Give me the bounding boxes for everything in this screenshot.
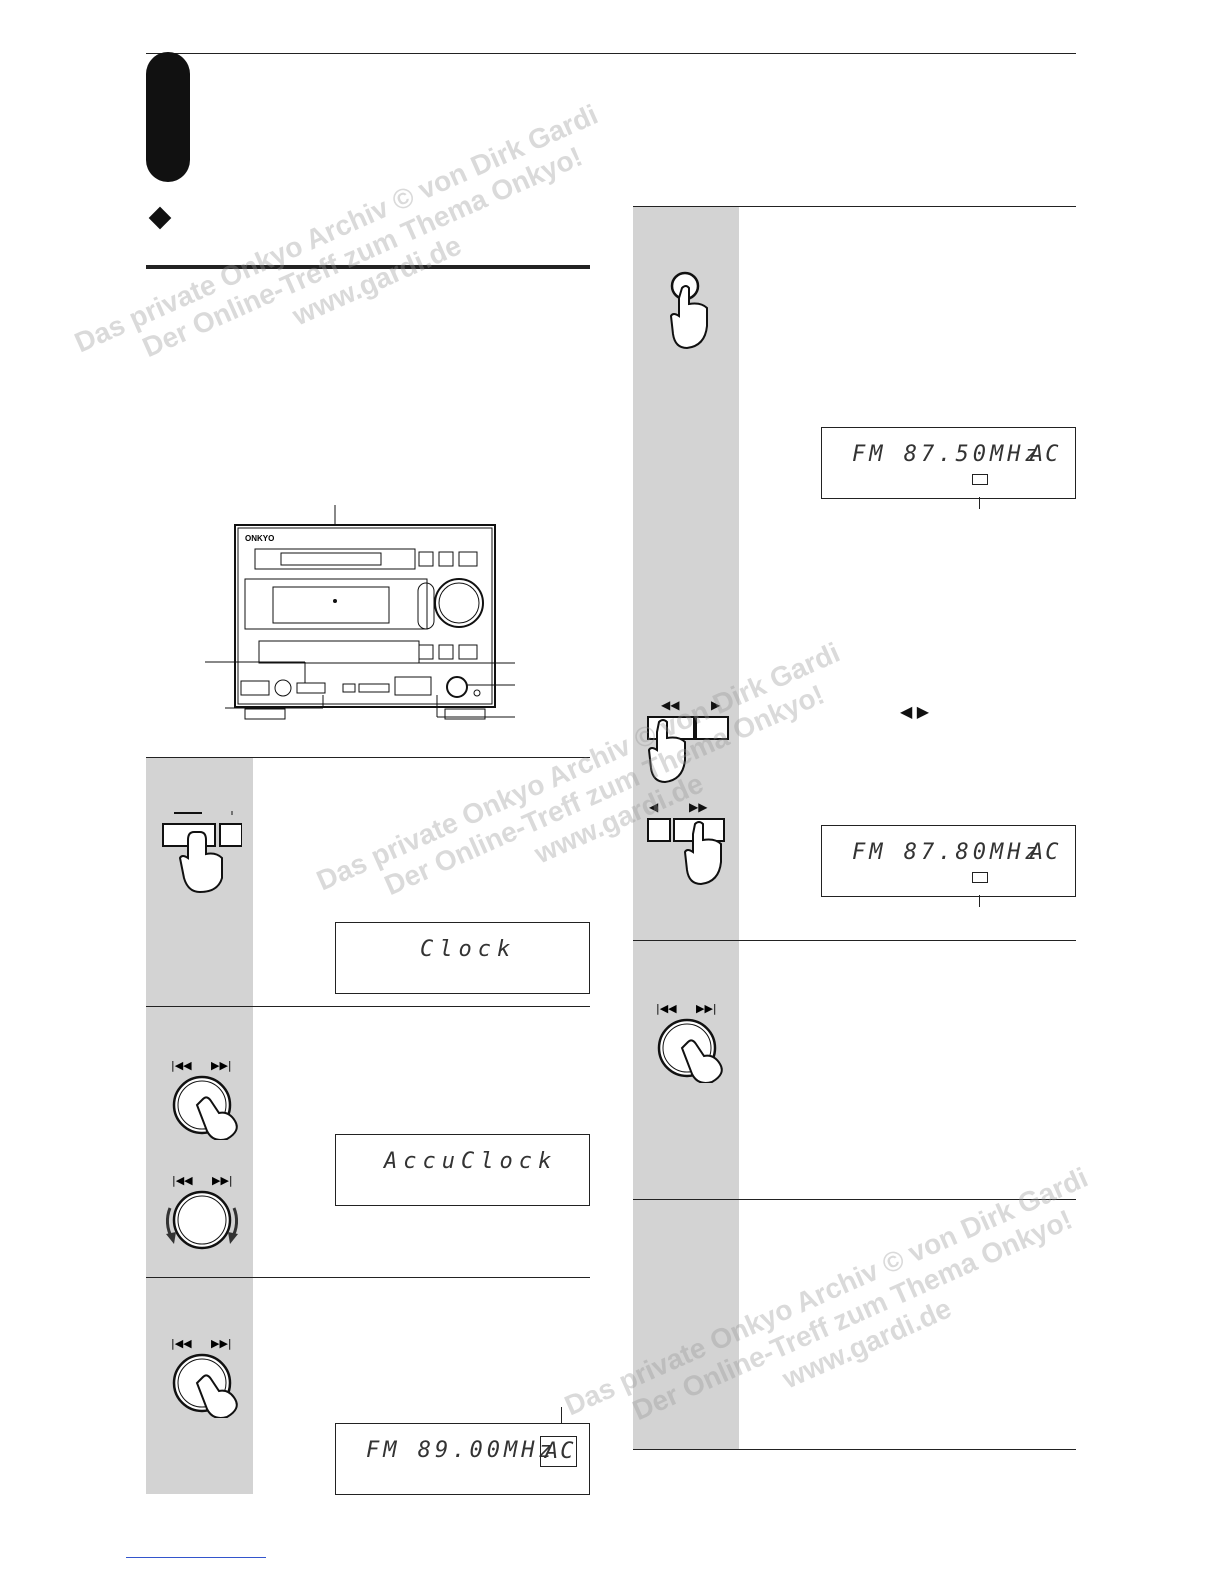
skip-dial-press-illustration-2: |◀◀ ▶▶| xyxy=(171,1337,238,1418)
footer-link-underline[interactable] xyxy=(126,1557,266,1558)
right-step-rule-1 xyxy=(633,206,1076,207)
display-fm-89: FM 89.00MHz AC xyxy=(335,1423,590,1495)
ac-indicator-pointer xyxy=(561,1407,562,1423)
right-step-rule-4 xyxy=(633,1449,1076,1450)
svg-text:▶▶|: ▶▶| xyxy=(211,1059,232,1072)
display-text: FM 89.00MHz xyxy=(366,1438,556,1463)
left-step-rule-1 xyxy=(146,757,590,758)
left-step-rule-3 xyxy=(146,1277,590,1278)
brand-logo: ONKYO xyxy=(245,534,274,543)
right-step-rule-2 xyxy=(633,940,1076,941)
tuned-indicator-pointer xyxy=(979,895,980,907)
svg-text:▶▶|: ▶▶| xyxy=(211,1337,232,1350)
stereo-system-illustration: ONKYO xyxy=(205,505,515,720)
ff-button-illustration: ◀ ▶▶ xyxy=(643,800,733,890)
display-text: FM 87.50MHz xyxy=(852,442,1042,467)
tuned-indicator xyxy=(972,872,988,883)
tuned-indicator-pointer xyxy=(979,497,980,509)
svg-text:|◀◀: |◀◀ xyxy=(656,1002,677,1015)
tune-arrows-symbol: ◀ ▶ xyxy=(900,704,930,721)
play-icon: ▶ xyxy=(711,698,721,712)
display-ac-indicator: AC xyxy=(540,1436,577,1467)
ff-icon: ▶▶ xyxy=(689,800,708,814)
display-fm-8750: FM 87.50MHz AC xyxy=(821,427,1076,499)
svg-text:▶▶|: ▶▶| xyxy=(696,1002,717,1015)
skip-dial-press-illustration: |◀◀ ▶▶| xyxy=(171,1059,238,1140)
display-ac-indicator: AC xyxy=(1030,442,1061,467)
display-ac-indicator: AC xyxy=(1030,840,1061,865)
svg-text:▶▶|: ▶▶| xyxy=(212,1174,233,1187)
skip-dial-press-illustration-3: |◀◀ ▶▶| xyxy=(656,1002,723,1083)
display-text: FM 87.80MHz xyxy=(852,840,1042,865)
svg-text:|◀◀: |◀◀ xyxy=(171,1059,192,1072)
back-icon: ◀ xyxy=(649,800,659,814)
round-button-press-illustration xyxy=(669,271,708,350)
tuned-indicator xyxy=(972,474,988,485)
right-step-3-panel xyxy=(633,1200,739,1449)
rewind-icon: ◀◀ xyxy=(661,698,680,712)
press-button-illustration xyxy=(162,811,242,894)
section-heading-rule xyxy=(146,265,590,269)
display-clock: Clock xyxy=(335,922,590,994)
display-accuclock: AccuClock xyxy=(335,1134,590,1206)
display-text: Clock xyxy=(420,937,517,962)
display-text: AccuClock xyxy=(384,1149,558,1174)
chapter-tab xyxy=(146,52,190,182)
skip-dial-rotate-illustration: |◀◀ ▶▶| xyxy=(165,1174,239,1250)
section-bullet-icon xyxy=(148,206,172,230)
top-rule xyxy=(146,53,1076,54)
svg-text:|◀◀: |◀◀ xyxy=(172,1174,193,1187)
rewind-button-illustration: ◀◀ ▶ xyxy=(643,698,733,788)
display-fm-8780: FM 87.80MHz AC xyxy=(821,825,1076,897)
right-step-rule-3 xyxy=(633,1199,1076,1200)
svg-text:|◀◀: |◀◀ xyxy=(171,1337,192,1350)
left-step-rule-2 xyxy=(146,1006,590,1007)
